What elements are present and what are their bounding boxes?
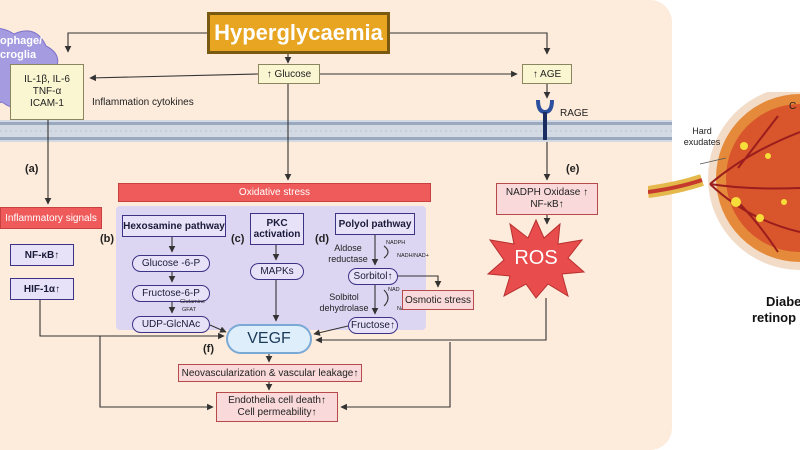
rage-label: RAGE — [560, 108, 589, 119]
pkc-title-line1: PKC — [266, 218, 288, 229]
cytokine-tnf: TNF-α — [32, 86, 62, 97]
label-d: (d) — [315, 233, 330, 245]
sorbitol-dehydrolase-label: Solbitol dehydrolase — [318, 292, 370, 314]
diabetic-retinopathy-title: Diabe — [766, 294, 800, 310]
sdh-line1: Solbitol — [329, 292, 359, 302]
aldose-line1: Aldose — [334, 243, 362, 253]
fructose-pill: Fructose↑ — [348, 317, 398, 334]
eye-retina-illustration — [648, 92, 800, 270]
eye-cut-label: C — [789, 101, 797, 112]
aldose-line2: reductase — [328, 254, 368, 264]
glucose-box: ↑ Glucose — [258, 64, 320, 84]
endothelia-line2: Cell permeability↑ — [237, 407, 317, 418]
cytokines-box: IL-1β, IL-6 TNF-α ICAM-1 — [10, 64, 84, 120]
hif-box: HIF-1α↑ — [10, 278, 74, 300]
glutamine-label: Glutamine — [180, 299, 206, 305]
hard-exudates-label: Hard exudates — [682, 126, 722, 148]
nadph-label: NADPH — [386, 240, 406, 246]
inflammatory-signals-box: Inflammatory signals — [0, 207, 102, 229]
inflammation-cytokines-label: Inflammation cytokines — [92, 97, 194, 108]
nfkb-left-box: NF-κB↑ — [10, 244, 74, 266]
nad-label: NAD — [388, 287, 400, 293]
cytokine-il: IL-1β, IL-6 — [24, 74, 70, 85]
udp-glcnac-pill: UDP-GlcNAc — [132, 316, 210, 333]
label-b: (b) — [100, 233, 115, 245]
diabetic-line1: Diabe — [766, 294, 800, 309]
hyperglycaemia-title: Hyperglycaemia — [207, 12, 390, 54]
glucose-6-p-pill: Glucose -6-P — [132, 255, 210, 272]
gfat-label: GFAT — [182, 307, 196, 313]
neovascularization-box: Neovascularization & vascular leakage↑ — [178, 364, 362, 382]
ros-burst-icon — [486, 218, 586, 299]
ros-label: ROS — [514, 247, 558, 269]
pkc-title-line2: activation — [253, 229, 301, 240]
aldose-reductase-label: Aldose reductase — [326, 243, 370, 265]
hexosamine-pathway-title: Hexosamine pathway — [122, 215, 226, 237]
rage-receptor-icon — [536, 99, 554, 140]
label-c: (c) — [231, 233, 245, 245]
retinopathy-line: retinop — [752, 310, 797, 325]
age-box: ↑ AGE — [522, 64, 572, 84]
fructose-6-p-pill: Fructose-6-P — [132, 285, 210, 302]
cell-membrane — [0, 120, 672, 142]
endothelia-line1: Endothelia cell death↑ — [228, 395, 326, 406]
nadph-oxidase-box: NADPH Oxidase ↑ NF-κB↑ — [496, 183, 598, 215]
osmotic-stress-box: Osmotic stress — [402, 290, 474, 310]
sorbitol-pill: Sorbitol↑ — [348, 268, 398, 285]
pkc-activation-box: PKC activation — [250, 213, 304, 245]
cytokine-icam: ICAM-1 — [30, 98, 64, 109]
nadh-nad-label: NADH/NAD+ — [397, 253, 429, 259]
endothelia-cell-death-box: Endothelia cell death↑ Cell permeability… — [216, 392, 338, 422]
oxidative-stress-bar: Oxidative stress — [118, 183, 431, 202]
hard-exudates-line1: Hard — [692, 126, 712, 136]
nadph-oxidase-line1: NADPH Oxidase ↑ — [505, 187, 589, 198]
polyol-pathway-title: Polyol pathway — [335, 213, 415, 235]
macrophage-microglia-label: ophage/ ᴄroglia — [0, 35, 43, 61]
label-a: (a) — [25, 163, 39, 175]
label-f: (f) — [203, 343, 214, 355]
nadph-oxidase-line2: NF-κB↑ — [530, 199, 564, 210]
label-e: (e) — [566, 163, 580, 175]
sdh-line2: dehydrolase — [319, 303, 369, 313]
mapks-pill: MAPKs — [250, 263, 304, 280]
hard-exudates-line2: exudates — [683, 137, 721, 147]
vegf-node: VEGF — [226, 324, 312, 354]
